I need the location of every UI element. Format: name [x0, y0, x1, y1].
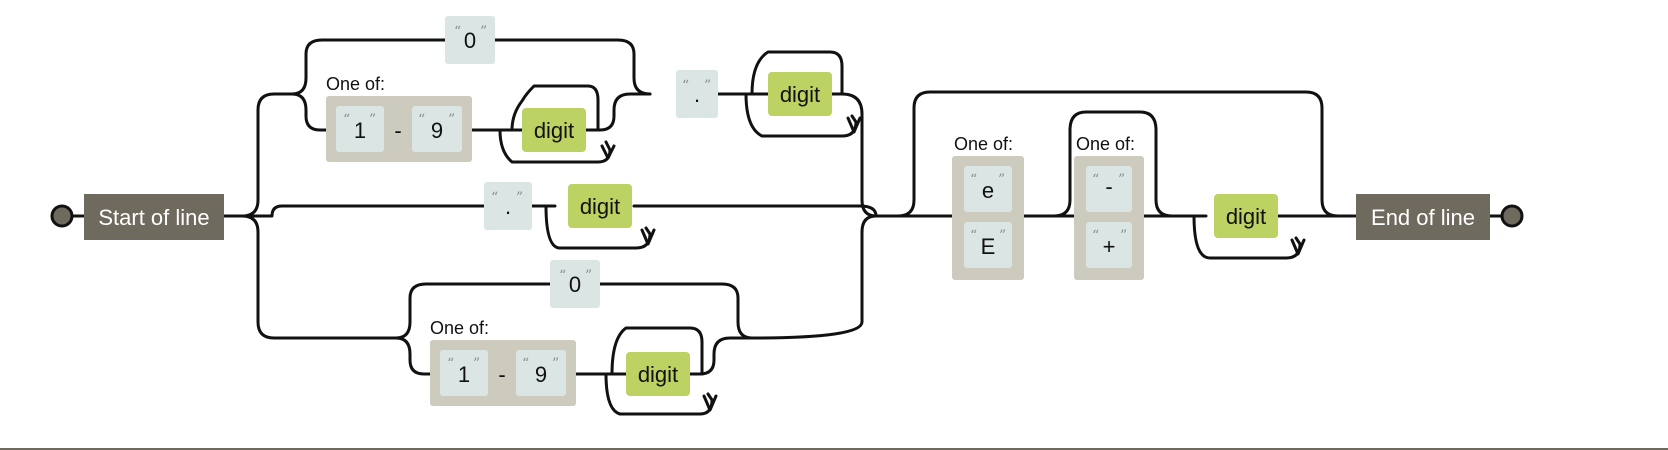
literal-dot-middle: “ . ”: [484, 182, 532, 230]
svg-text:”: ”: [1118, 172, 1125, 188]
digit-label: digit: [580, 194, 620, 219]
svg-text:”: ”: [473, 356, 480, 372]
literal-dot-top: “ . ”: [676, 70, 718, 118]
literal-e-lower: e: [982, 178, 994, 203]
svg-text:”: ”: [704, 78, 711, 94]
svg-text:”: ”: [1120, 228, 1127, 244]
svg-text:“: “: [454, 24, 461, 40]
range-group-top: “ 1 ” - “ 9 ”: [326, 96, 472, 162]
start-terminal: [50, 204, 74, 228]
range-separator: -: [394, 118, 401, 143]
digit-label: digit: [780, 82, 820, 107]
digit-class-after-dot-top: digit: [768, 72, 832, 116]
svg-text:“: “: [970, 172, 977, 188]
svg-text:“: “: [522, 356, 529, 372]
svg-text:”: ”: [585, 268, 592, 284]
svg-text:“: “: [970, 228, 977, 244]
svg-text:”: ”: [516, 190, 523, 206]
range-start-text: 1: [354, 118, 366, 143]
svg-text:”: ”: [448, 112, 455, 128]
group-label: One of:: [1076, 134, 1135, 154]
literal-text: .: [505, 194, 511, 219]
literal-text: .: [694, 82, 700, 107]
literal-zero-bottom: “ 0 ”: [550, 260, 600, 308]
exponent-letter-group: “ e ” “ E ”: [952, 156, 1024, 280]
wires: [66, 38, 1508, 416]
start-of-line-anchor: Start of line: [84, 194, 224, 240]
literal-minus: -: [1105, 174, 1112, 199]
svg-text:”: ”: [998, 172, 1005, 188]
literal-plus: +: [1103, 234, 1116, 259]
svg-text:“: “: [343, 112, 350, 128]
literal-text: 0: [569, 272, 581, 297]
digit-class-exponent: digit: [1214, 194, 1278, 238]
end-terminal: [1500, 204, 1524, 228]
svg-text:”: ”: [552, 356, 559, 372]
range-end-text: 9: [535, 362, 547, 387]
digit-label: digit: [534, 118, 574, 143]
svg-text:“: “: [447, 356, 454, 372]
svg-text:“: “: [1092, 172, 1099, 188]
svg-text:”: ”: [480, 24, 487, 40]
range-group-bottom: “ 1 ” - “ 9 ”: [430, 340, 576, 406]
literal-e-upper: E: [981, 234, 996, 259]
group-label: One of:: [430, 318, 489, 338]
svg-text:“: “: [682, 78, 689, 94]
digit-label: digit: [638, 362, 678, 387]
end-of-line-label: End of line: [1371, 205, 1475, 230]
group-label: One of:: [954, 134, 1013, 154]
range-start-text: 1: [458, 362, 470, 387]
digit-class-bottom: digit: [626, 352, 690, 396]
exponent-sign-group: “ - ” “ + ”: [1074, 156, 1144, 280]
svg-text:”: ”: [999, 228, 1006, 244]
digit-label: digit: [1226, 204, 1266, 229]
start-of-line-label: Start of line: [98, 205, 209, 230]
end-of-line-anchor: End of line: [1356, 194, 1490, 240]
svg-text:“: “: [1092, 228, 1099, 244]
group-label: One of:: [326, 74, 385, 94]
digit-class-middle: digit: [568, 184, 632, 228]
literal-text: 0: [464, 28, 476, 53]
svg-text:”: ”: [369, 112, 376, 128]
range-separator: -: [498, 362, 505, 387]
svg-text:“: “: [491, 190, 498, 206]
range-end-text: 9: [431, 118, 443, 143]
digit-class-top: digit: [522, 108, 586, 152]
literal-zero-top: “ 0 ”: [445, 16, 495, 64]
svg-text:“: “: [559, 268, 566, 284]
svg-text:“: “: [418, 112, 425, 128]
